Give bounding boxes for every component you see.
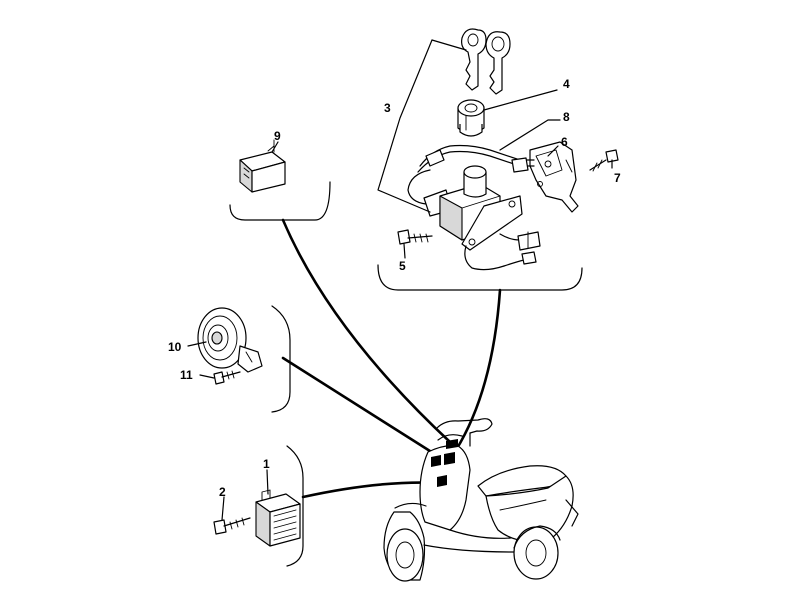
leader-10 [187,341,207,347]
part-8-cable [417,144,535,173]
leader-9 [271,141,279,153]
leader-1 [266,469,269,495]
label-part-11: 11 [180,368,193,382]
part-9-relay [239,139,286,193]
part-11-horn-bolt [213,370,241,385]
label-part-5: 5 [399,259,406,273]
label-part-7: 7 [614,171,621,185]
part-1-regulator [255,489,301,547]
leader-6 [547,145,559,157]
bracket-regulator [286,445,304,567]
scooter-illustration [383,418,579,582]
leader-4 [483,89,558,111]
part-6-seat-latch [529,141,579,213]
mount-point-upper [446,439,458,449]
leader-3-bracket [377,39,433,213]
leader-horn-to-scooter [281,356,443,460]
leader-ignition-to-scooter [454,288,502,452]
bracket-horn [271,305,291,413]
part-5-screw [397,229,433,245]
label-part-2: 2 [219,485,226,499]
leader-8 [499,119,561,151]
bracket-relay-9 [229,181,331,221]
mount-point-left [431,455,441,467]
leader-relay-to-scooter [281,218,452,444]
label-part-4: 4 [563,77,570,91]
part-2-regulator-bolt [213,517,251,535]
part-3-keys [461,28,511,95]
bracket-ignition-set [377,264,583,291]
mount-point-lower [437,475,447,487]
leader-11 [199,374,215,379]
part-10-horn [197,307,263,373]
label-part-8: 8 [563,110,570,124]
leader-3 [431,39,467,51]
label-part-6: 6 [561,135,568,149]
label-part-3: 3 [384,101,391,115]
part-7-screw [589,149,619,172]
label-part-10: 10 [168,340,182,354]
part-4-lock-cylinder [457,99,485,137]
main-switch-assembly [407,165,541,271]
leader-2 [221,496,225,521]
label-part-9: 9 [274,129,281,143]
leader-5 [403,243,406,259]
mount-point-right [444,452,455,465]
label-part-1: 1 [263,457,270,471]
